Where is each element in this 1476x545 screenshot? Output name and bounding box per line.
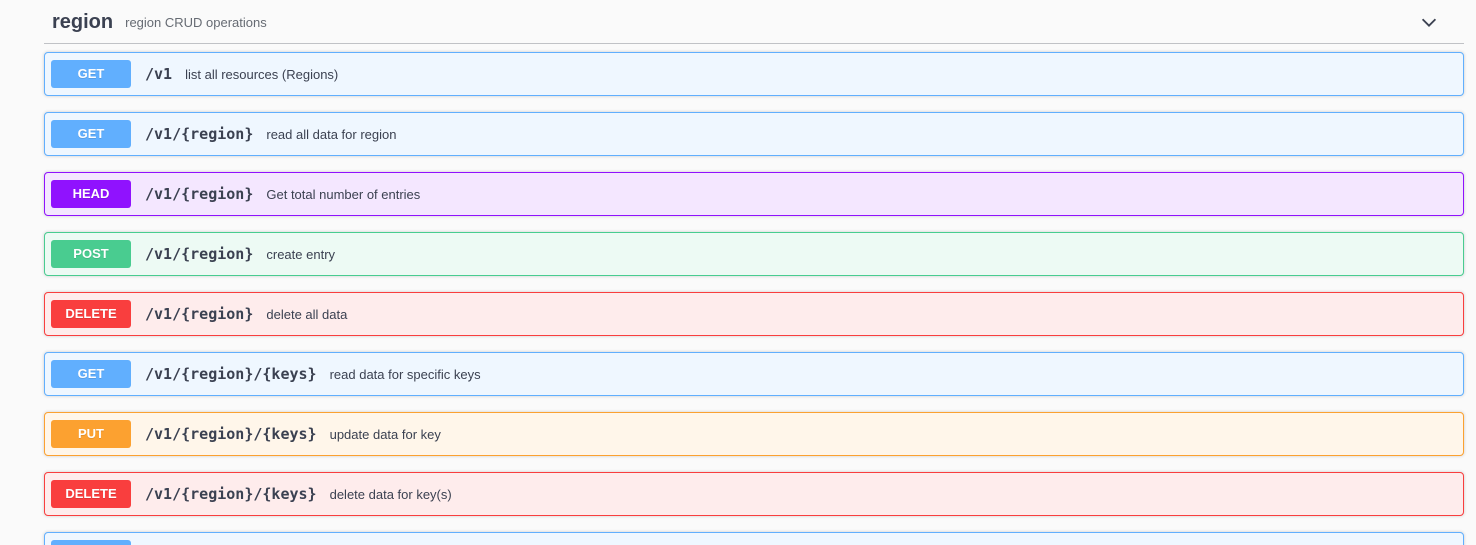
chevron-down-icon — [1418, 11, 1440, 33]
tag-header[interactable]: region region CRUD operations — [44, 0, 1464, 44]
method-badge: DELETE — [51, 300, 131, 328]
method-badge: POST — [51, 240, 131, 268]
operation-path: /v1/{region} — [145, 245, 254, 263]
operation-path: /v1/{region} — [145, 305, 254, 323]
operation-row-get-8[interactable]: GET — [44, 532, 1464, 545]
operation-row-head-2[interactable]: HEAD /v1/{region} Get total number of en… — [44, 172, 1464, 216]
operation-row-put-6[interactable]: PUT /v1/{region}/{keys} update data for … — [44, 412, 1464, 456]
operation-row-get-0[interactable]: GET /v1 list all resources (Regions) — [44, 52, 1464, 96]
operation-summary: update data for key — [329, 426, 441, 442]
method-badge: DELETE — [51, 480, 131, 508]
operation-summary: delete data for key(s) — [329, 486, 452, 502]
operation-row-delete-4[interactable]: DELETE /v1/{region} delete all data — [44, 292, 1464, 336]
operation-path: /v1/{region}/{keys} — [145, 425, 317, 443]
operation-row-delete-7[interactable]: DELETE /v1/{region}/{keys} delete data f… — [44, 472, 1464, 516]
method-badge: GET — [51, 540, 131, 545]
method-badge: GET — [51, 120, 131, 148]
operation-summary: Get total number of entries — [266, 186, 421, 202]
collapse-section-button[interactable] — [1416, 9, 1442, 35]
operation-row-post-3[interactable]: POST /v1/{region} create entry — [44, 232, 1464, 276]
method-badge: GET — [51, 360, 131, 388]
operation-path: /v1/{region} — [145, 185, 254, 203]
tag-description: region CRUD operations — [125, 14, 267, 30]
operations-list: GET /v1 list all resources (Regions) GET… — [44, 44, 1464, 545]
method-badge: PUT — [51, 420, 131, 448]
method-badge: GET — [51, 60, 131, 88]
api-tag-section: region region CRUD operations GET /v1 li… — [44, 0, 1464, 545]
operation-path: /v1 — [145, 65, 173, 83]
operation-summary: list all resources (Regions) — [185, 66, 339, 82]
operation-path: /v1/{region}/{keys} — [145, 365, 317, 383]
operation-row-get-5[interactable]: GET /v1/{region}/{keys} read data for sp… — [44, 352, 1464, 396]
operation-row-get-1[interactable]: GET /v1/{region} read all data for regio… — [44, 112, 1464, 156]
method-badge: HEAD — [51, 180, 131, 208]
operation-summary: read all data for region — [266, 126, 397, 142]
operation-path: /v1/{region} — [145, 125, 254, 143]
operation-summary: create entry — [266, 246, 336, 262]
operation-summary: delete all data — [266, 306, 348, 322]
operation-path: /v1/{region}/{keys} — [145, 485, 317, 503]
operation-summary: read data for specific keys — [329, 366, 481, 382]
tag-title: region — [52, 11, 114, 33]
